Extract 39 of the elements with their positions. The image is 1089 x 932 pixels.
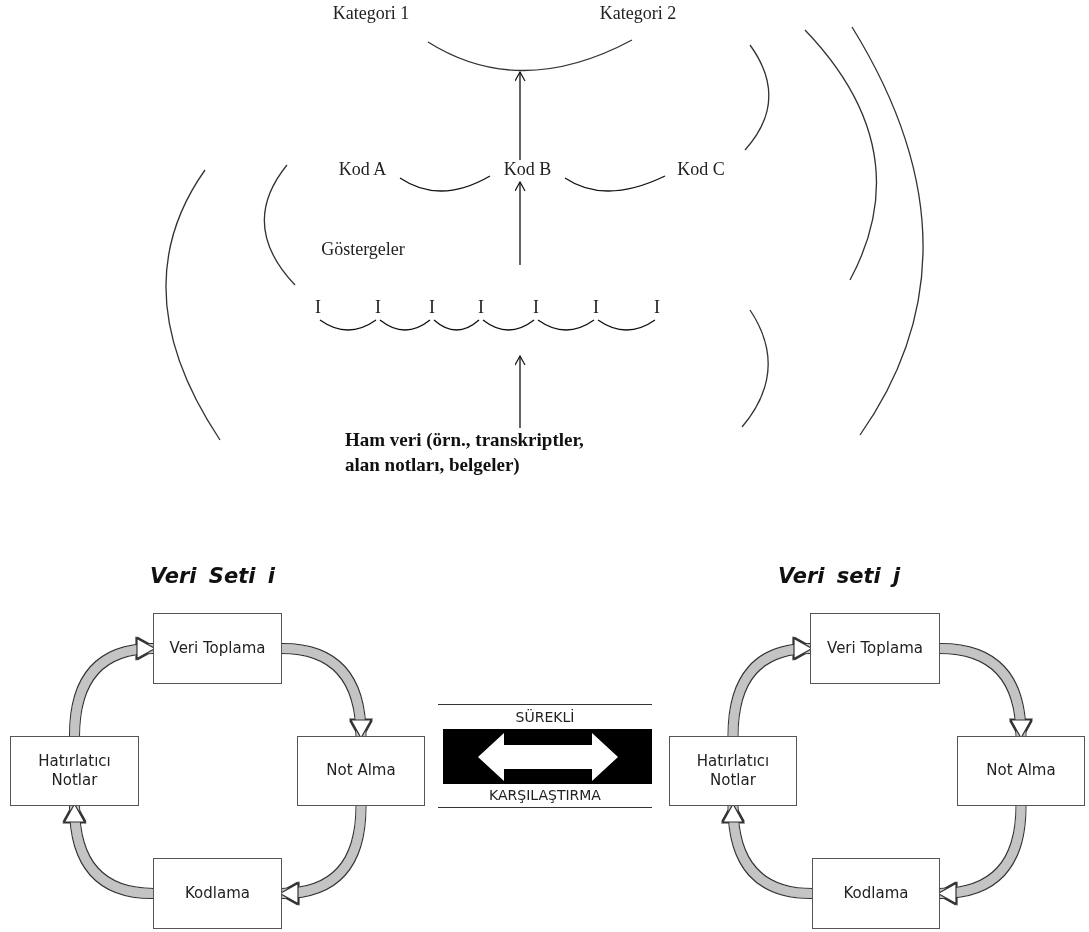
indicator-mark: I: [530, 298, 542, 320]
connecting-curve: [399, 175, 491, 192]
code-label: Kod C: [665, 160, 737, 182]
band-heading: KARŞILAŞTIRMA: [489, 787, 601, 803]
category-label: Kategori 2: [592, 4, 684, 26]
indicator-mark: I: [312, 298, 324, 320]
band-heading: SÜREKLİ: [515, 709, 575, 725]
process-box: Kodlama: [812, 858, 940, 929]
code-label: Kod A: [325, 160, 400, 182]
code-label: Kod B: [490, 160, 565, 182]
category-label: Kategori 1: [325, 4, 417, 26]
process-box: Veri Toplama: [153, 613, 282, 684]
scallop-curve: [433, 319, 480, 331]
scallop-curve: [597, 319, 656, 331]
process-box: Hatırlatıcı Notlar: [669, 736, 797, 806]
dataset-heading: Veri seti j: [778, 564, 901, 588]
indicator-mark: I: [651, 298, 663, 320]
indicator-mark: I: [372, 298, 384, 320]
curved-bracket: [428, 40, 632, 72]
comparison-band: [438, 704, 652, 808]
arrow: [514, 355, 526, 429]
scallop-curve: [537, 319, 595, 331]
process-box: Not Alma: [297, 736, 425, 806]
scallop-curve: [379, 319, 431, 331]
process-box: Not Alma: [957, 736, 1085, 806]
process-box: Hatırlatıcı Notlar: [10, 736, 139, 806]
indicator-heading: Göstergeler: [313, 240, 413, 262]
raw-data-text: Ham veri (örn., transkriptler, alan notları, belgeler): [345, 428, 617, 480]
dataset-heading: Veri Seti i: [150, 564, 275, 588]
arrow: [514, 71, 526, 161]
indicator-mark: I: [426, 298, 438, 320]
process-box: Kodlama: [153, 858, 282, 929]
scallop-curve: [319, 319, 377, 331]
scallop-curve: [482, 319, 535, 331]
indicator-mark: I: [475, 298, 487, 320]
arrow: [514, 181, 526, 266]
indicator-mark: I: [590, 298, 602, 320]
connecting-curve: [564, 175, 666, 192]
process-box: Veri Toplama: [810, 613, 940, 684]
